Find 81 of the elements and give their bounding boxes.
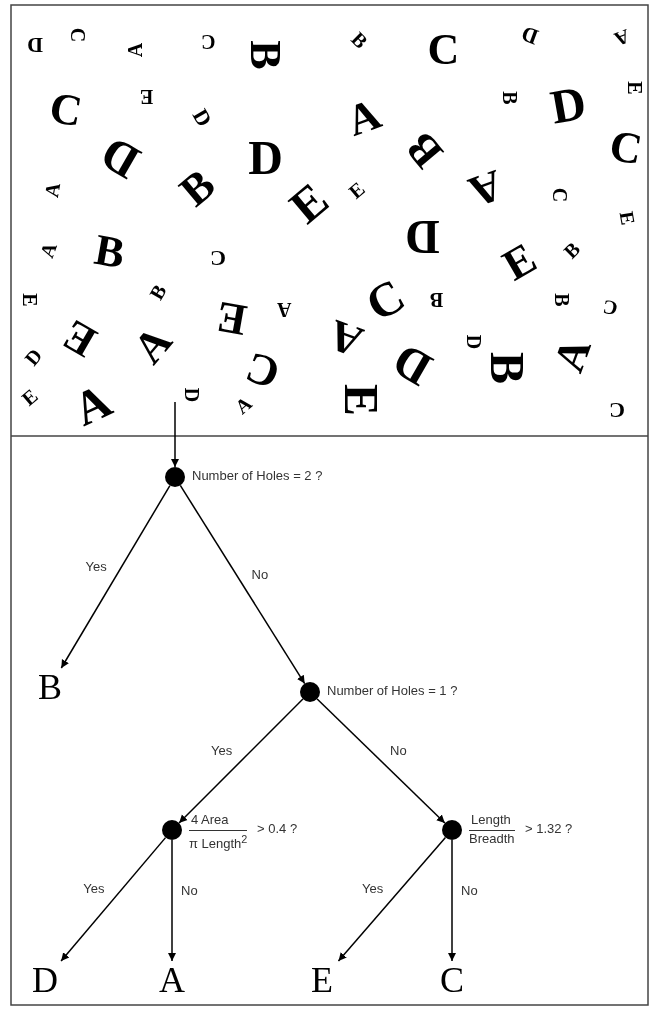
letter-sample: A: [341, 91, 386, 145]
question-text: Number of Holes = 1 ?: [327, 683, 458, 699]
letter-sample: C: [68, 27, 89, 43]
class-letter: C: [434, 961, 470, 999]
letter-sample: A: [66, 375, 119, 435]
letter-sample: B: [398, 124, 451, 176]
letter-sample: E: [140, 87, 154, 107]
arrow: [316, 698, 446, 824]
fraction-denominator: Breadth: [469, 830, 515, 847]
letter-sample: B: [145, 281, 170, 303]
edge-label: No: [389, 743, 408, 758]
decision-dot: [442, 820, 462, 840]
arrow: [168, 839, 176, 962]
letter-sample: B: [347, 28, 372, 52]
letter-sample: B: [430, 290, 444, 310]
letter-sample: C: [550, 187, 571, 203]
letter-sample: C: [609, 399, 626, 421]
fraction-denominator: π Length$^{2}$: [189, 830, 248, 853]
letter-sample: D: [20, 345, 46, 369]
class-letter: E: [304, 961, 340, 999]
letter-sample: A: [612, 26, 633, 50]
letter-sample: D: [188, 105, 216, 131]
letter-sample: A: [546, 332, 599, 378]
letter-sample: B: [91, 227, 128, 277]
letter-sample: E: [495, 235, 543, 289]
letter-sample: A: [125, 318, 180, 372]
arrow: [337, 836, 447, 962]
letter-sample: D: [547, 78, 590, 132]
letter-sample: B: [499, 91, 520, 105]
letter-sample: D: [27, 34, 44, 56]
class-letter: A: [154, 961, 190, 999]
letter-sample: E: [616, 209, 639, 227]
letter-sample: A: [277, 300, 292, 320]
letter-sample: A: [125, 42, 146, 58]
letter-sample: B: [242, 40, 287, 70]
letter-sample: D: [464, 334, 485, 350]
letter-sample: E: [18, 385, 42, 409]
letter-sample: D: [182, 387, 203, 403]
letter-sample: D: [93, 128, 148, 188]
question-text: Number of Holes = 2 ?: [192, 468, 323, 484]
arrow: [178, 698, 304, 824]
letter-sample: D: [385, 335, 440, 395]
letter-sample: B: [551, 293, 572, 307]
decision-dot: [165, 467, 185, 487]
arrow: [171, 401, 179, 468]
letter-sample: E: [213, 293, 250, 343]
class-letter: B: [32, 668, 68, 706]
decision-dot: [300, 682, 320, 702]
arrow: [179, 484, 306, 685]
letter-sample: C: [201, 32, 216, 52]
letter-sample: D: [519, 21, 542, 49]
arrow: [448, 839, 456, 962]
edge-label: Yes: [210, 743, 234, 758]
letter-sample: A: [36, 239, 61, 261]
letter-sample: E: [345, 178, 369, 202]
letter-sample: C: [46, 85, 85, 135]
comparison-text: > 0.4 ?: [257, 821, 298, 837]
letter-sample: E: [55, 311, 103, 365]
fraction-numerator: Length: [470, 812, 511, 828]
letter-sample: C: [606, 123, 645, 173]
letter-sample: E: [337, 384, 386, 416]
letter-sample: D: [405, 213, 440, 261]
letter-sample: C: [427, 28, 460, 72]
letter-sample: A: [463, 161, 508, 215]
letter-sample: B: [171, 161, 223, 215]
letter-sample: A: [323, 311, 368, 365]
fraction-numerator: 4 Area: [190, 812, 229, 828]
letter-sample: E: [624, 81, 645, 95]
letter-sample: C: [601, 296, 620, 320]
letter-sample: B: [559, 238, 584, 262]
letter-sample: A: [41, 181, 64, 199]
letter-sample: E: [19, 293, 40, 307]
arrow: [60, 836, 167, 962]
letter-sample: C: [210, 247, 227, 269]
class-letter: D: [27, 961, 63, 999]
letter-sample: E: [281, 174, 337, 232]
arrow: [60, 484, 171, 669]
letter-sample: D: [248, 134, 283, 182]
comparison-text: > 1.32 ?: [525, 821, 573, 837]
decision-dot: [162, 820, 182, 840]
letter-sample: B: [483, 352, 532, 384]
